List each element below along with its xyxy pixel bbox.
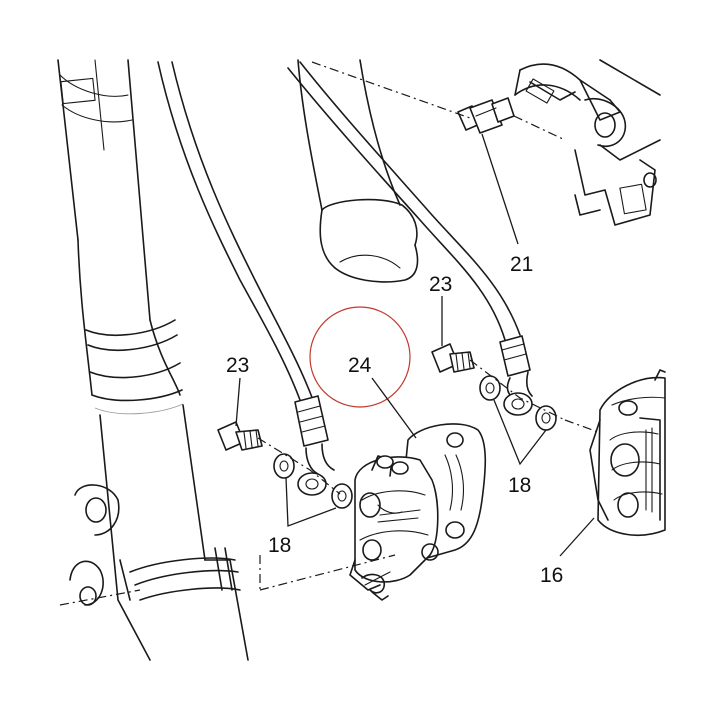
callout-21: 21 [510, 253, 533, 276]
callout-18-right: 18 [508, 474, 531, 497]
part-23-bolt-right[interactable] [431, 343, 475, 373]
callout-16: 16 [540, 564, 563, 587]
frame-bracket [514, 59, 661, 226]
brake-hose-left [157, 61, 335, 496]
callout-24: 24 [348, 354, 372, 377]
callout-23-left: 23 [226, 354, 249, 377]
part-24-brake-caliper[interactable] [349, 423, 487, 601]
left-fork-assembly [57, 59, 249, 661]
part-18-washer-2[interactable] [331, 483, 353, 509]
callout-23-right: 23 [429, 273, 452, 296]
part-23-bolt-left[interactable] [217, 421, 263, 451]
part-18-washer-4[interactable] [535, 405, 557, 431]
callout-18-left: 18 [268, 534, 291, 557]
leader-lines [235, 133, 595, 557]
part-18-washer-3[interactable] [479, 375, 501, 401]
fork-lower-bracket [297, 59, 419, 283]
assembly-centerlines [59, 61, 599, 606]
part-21-fitting[interactable] [457, 97, 515, 134]
part-16-caliper[interactable] [589, 369, 666, 536]
brake-hose-right [287, 61, 533, 416]
part-18-washer-1[interactable] [273, 453, 295, 479]
highlight-circle [309, 306, 411, 408]
